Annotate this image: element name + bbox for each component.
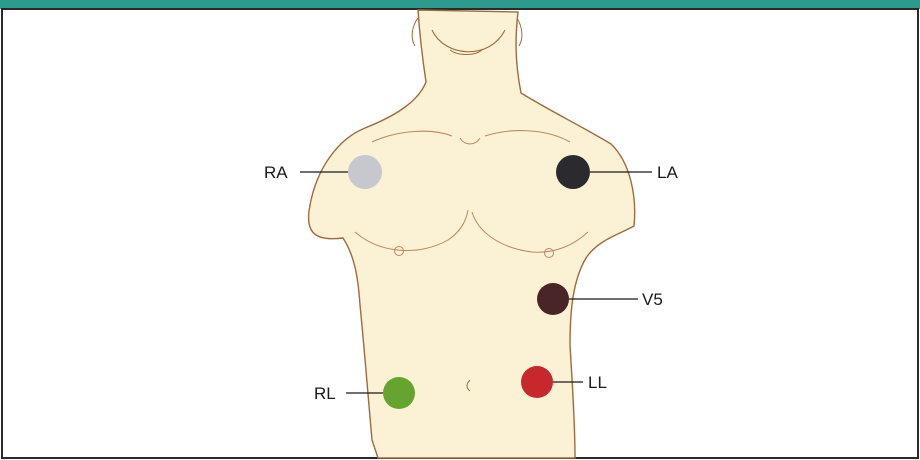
electrode-dot-la — [556, 155, 590, 189]
electrode-label-la: LA — [657, 163, 678, 182]
electrode-dot-v5 — [537, 283, 569, 315]
electrode-dot-ll — [521, 366, 553, 398]
electrode-label-rl: RL — [314, 384, 336, 403]
electrode-dot-ra — [348, 155, 382, 189]
electrode-label-ra: RA — [264, 163, 288, 182]
electrode-label-ll: LL — [588, 373, 607, 392]
electrode-label-v5: V5 — [642, 290, 663, 309]
electrode-dot-rl — [383, 377, 415, 409]
header-bar — [0, 0, 920, 9]
